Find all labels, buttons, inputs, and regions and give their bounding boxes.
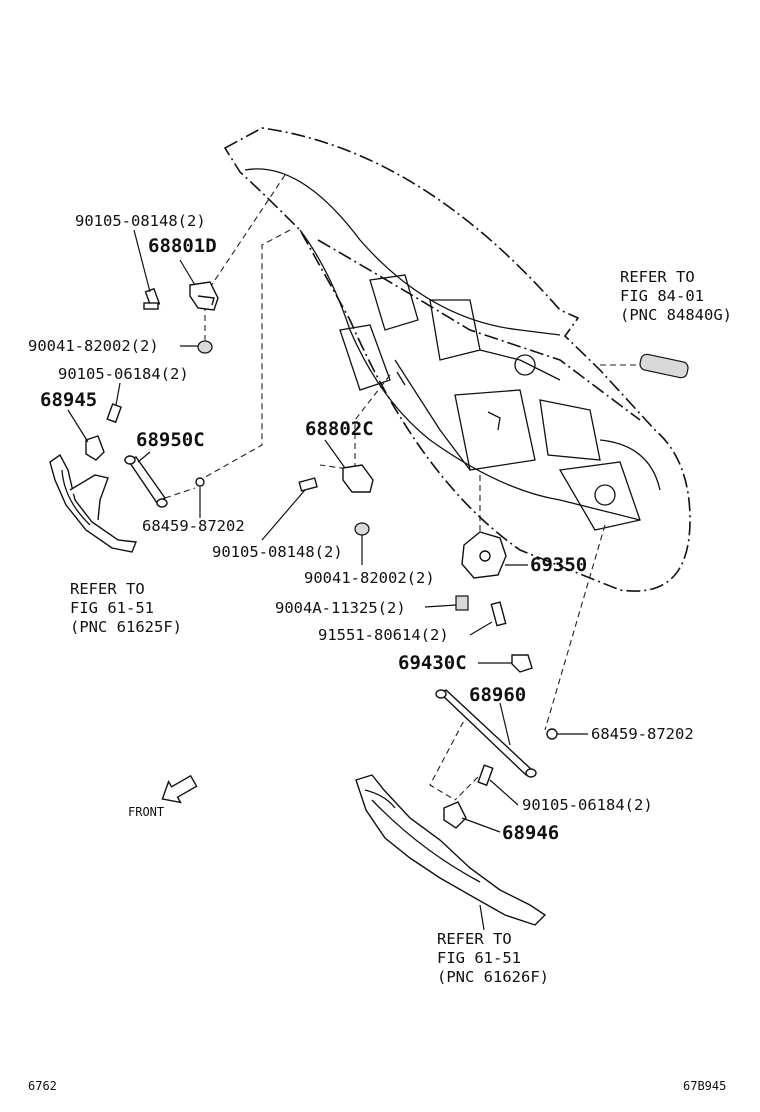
part-68945-bracket [85, 435, 105, 461]
label-90105-08148-top: 90105-08148(2) [75, 212, 206, 230]
label-68950C: 68950C [136, 429, 205, 451]
refer-top-right-line2: FIG 84-01 [620, 287, 704, 305]
part-68459-87202-right [546, 728, 558, 740]
label-90041-82002-mid: 90041-82002(2) [304, 569, 435, 587]
part-clip-90041-82002-top [197, 340, 213, 354]
part-labels: 90105-08148(2) 68801D 90041-82002(2) 901… [28, 212, 694, 844]
refer-bottom-line2: FIG 61-51 [437, 949, 521, 967]
label-90105-08148-mid: 90105-08148(2) [212, 543, 343, 561]
part-bolt-90105-06184-right [477, 764, 494, 787]
label-69350: 69350 [530, 554, 587, 576]
part-68801D-bracket [189, 281, 219, 311]
refer-note-bottom: REFER TO FIG 61-51 (PNC 61626F) [437, 930, 549, 986]
label-90105-06184-right: 90105-06184(2) [522, 796, 653, 814]
refer-top-right-line1: REFER TO [620, 268, 695, 286]
leader-lines [67, 229, 588, 931]
label-90105-06184-top: 90105-06184(2) [58, 365, 189, 383]
trunk-lid-outline [223, 127, 691, 592]
label-9004A-11325: 9004A-11325(2) [275, 599, 406, 617]
label-68459-87202-right: 68459-87202 [591, 725, 694, 743]
footer-right-code: 67B945 [683, 1079, 726, 1093]
label-68946: 68946 [502, 822, 559, 844]
label-68459-87202-left: 68459-87202 [142, 517, 245, 535]
part-68950C-strut [124, 455, 196, 508]
label-69430C: 69430C [398, 652, 467, 674]
front-label: FRONT [128, 805, 164, 819]
refer-bottom-line1: REFER TO [437, 930, 512, 948]
refer-left-line1: REFER TO [70, 580, 145, 598]
label-68960: 68960 [469, 684, 526, 706]
part-bolt-90105-06184-top [106, 403, 122, 424]
label-68945: 68945 [40, 389, 97, 411]
refer-top-right-line3: (PNC 84840G) [620, 306, 732, 324]
part-68802C-bracket [342, 464, 374, 493]
label-68801D: 68801D [148, 235, 217, 257]
part-68459-87202-left [195, 477, 205, 487]
part-68946-bracket [443, 801, 467, 829]
label-68802C: 68802C [305, 418, 374, 440]
label-90041-82002-top: 90041-82002(2) [28, 337, 159, 355]
front-arrow-icon [161, 774, 198, 804]
part-69350-lock [461, 531, 507, 579]
assembly-lines [199, 174, 640, 801]
part-84840G-lamp [639, 353, 689, 379]
part-bolt-91551-80614 [490, 601, 507, 627]
refer-note-top-right: REFER TO FIG 84-01 (PNC 84840G) [620, 268, 732, 324]
footer-left-code: 6762 [28, 1079, 57, 1093]
refer-bottom-line3: (PNC 61626F) [437, 968, 549, 986]
refer-left-line3: (PNC 61625F) [70, 618, 182, 636]
part-right-hinge-arm [355, 774, 547, 926]
label-91551-80614: 91551-80614(2) [318, 626, 449, 644]
part-bolt-90105-08148-top [143, 287, 161, 310]
part-68960-strut [435, 689, 537, 778]
part-bolt-90105-08148-mid [298, 477, 318, 492]
refer-left-line2: FIG 61-51 [70, 599, 154, 617]
refer-note-left: REFER TO FIG 61-51 (PNC 61625F) [70, 580, 182, 636]
part-clip-90041-82002-mid [354, 522, 370, 536]
part-bolt-9004A-11325 [455, 595, 469, 611]
part-left-hinge-arm [49, 453, 137, 553]
part-69430C-striker [511, 654, 533, 673]
